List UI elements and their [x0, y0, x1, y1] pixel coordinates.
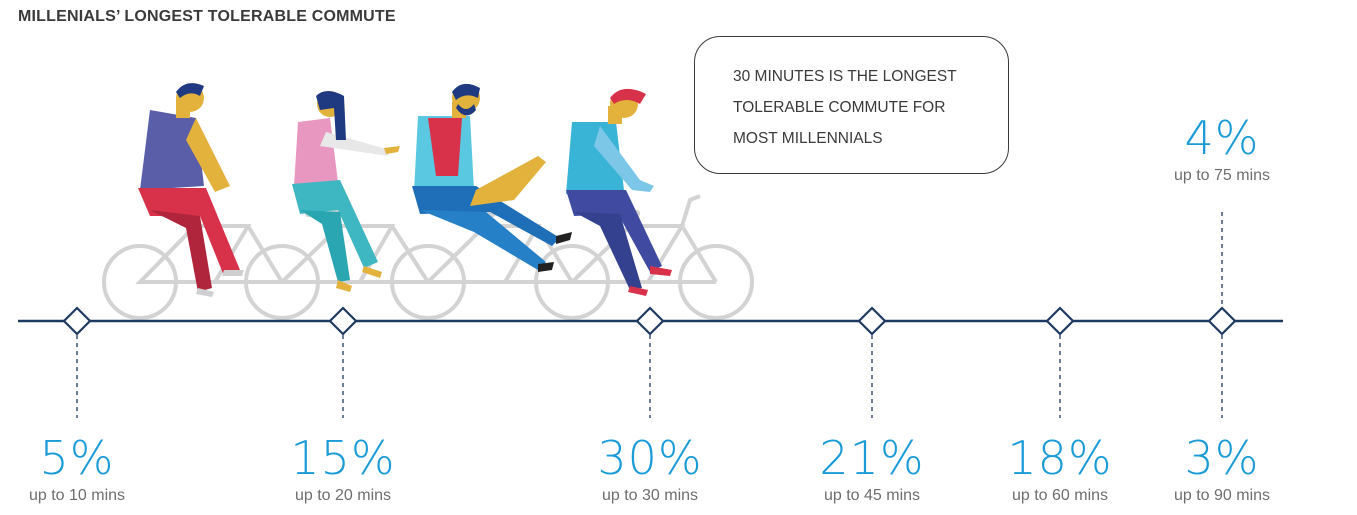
diamond-marker-icon: [1045, 306, 1075, 336]
data-value: 4%: [1184, 111, 1260, 165]
diamond-marker-icon: [857, 306, 887, 336]
rider-4: [566, 88, 672, 296]
data-label: up to 90 mins: [1173, 487, 1271, 504]
data-label: up to 30 mins: [601, 487, 699, 504]
data-value: 15%: [290, 431, 396, 485]
diamond-marker-icon: [62, 306, 92, 336]
data-point: 3% up to 90 mins: [1142, 432, 1302, 506]
data-point: 15% up to 20 mins: [263, 432, 423, 506]
callout-box: 30 MINUTES IS THE LONGEST TOLERABLE COMM…: [694, 36, 1009, 174]
data-point: 5% up to 10 mins: [0, 432, 157, 506]
data-label: up to 60 mins: [1011, 487, 1109, 504]
data-label: up to 10 mins: [28, 487, 126, 504]
callout-line-2: TOLERABLE COMMUTE FOR: [733, 99, 946, 116]
diamond-marker-icon: [1207, 306, 1237, 336]
data-value: 18%: [1007, 431, 1113, 485]
callout-line-1: 30 MINUTES IS THE LONGEST: [733, 68, 957, 85]
data-label: up to 75 mins: [1173, 167, 1271, 184]
data-value: 21%: [819, 431, 925, 485]
data-point: 21% up to 45 mins: [792, 432, 952, 506]
diamond-marker-icon: [328, 306, 358, 336]
rider-3: [412, 83, 572, 272]
rider-2: [292, 91, 400, 292]
data-point: 4% up to 75 mins: [1142, 112, 1302, 186]
data-value: 3%: [1184, 431, 1260, 485]
data-point: 30% up to 30 mins: [570, 432, 730, 506]
rider-1: [138, 83, 244, 297]
chart-title: MILLENIALS’ LONGEST TOLERABLE COMMUTE: [18, 8, 396, 25]
data-point: 18% up to 60 mins: [980, 432, 1140, 506]
data-value: 30%: [597, 431, 703, 485]
data-label: up to 20 mins: [294, 487, 392, 504]
diamond-marker-icon: [635, 306, 665, 336]
callout-line-3: MOST MILLENNIALS: [733, 130, 883, 147]
data-value: 5%: [39, 431, 115, 485]
data-label: up to 45 mins: [823, 487, 921, 504]
